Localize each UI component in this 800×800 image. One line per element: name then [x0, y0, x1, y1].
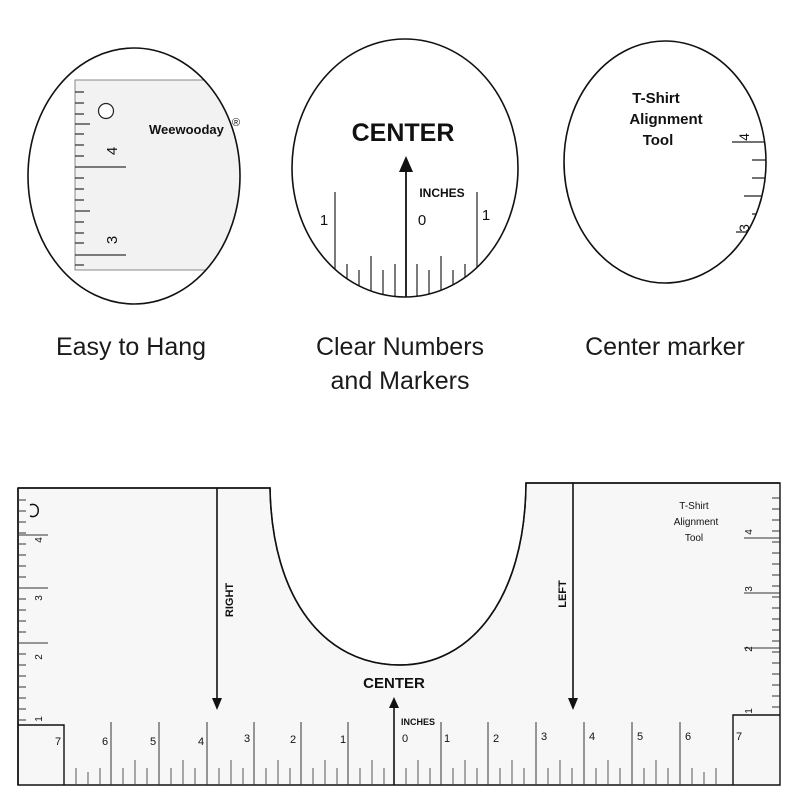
zoom-circle-numbers: CENTER INCHES 1 0 1	[291, 38, 519, 298]
brand-registered-mark: ®	[232, 117, 240, 129]
bottom-number-right-5: 5	[637, 731, 643, 743]
zoom-circle-outline	[563, 40, 767, 284]
side-number-left-2: 2	[34, 654, 45, 660]
inches-label: INCHES	[401, 717, 435, 727]
side-number-left-3: 3	[34, 595, 45, 601]
bottom-number-right-4: 4	[589, 731, 595, 743]
bottom-minor-ticks	[75, 760, 717, 785]
zoom2-left-number: 1	[320, 212, 328, 229]
brand-name: Weewooday	[149, 122, 225, 137]
zoom1-number-4: 4	[104, 147, 121, 155]
hang-hole-icon	[97, 102, 115, 120]
zoom3-number-4: 4	[736, 133, 752, 141]
side-number-right-4: 4	[744, 529, 755, 535]
zoom-circle-hang: 4 3 Weewooday ®	[27, 47, 241, 305]
side-number-left-1: 1	[34, 716, 45, 722]
caption-center-marker: Center marker	[585, 333, 745, 361]
bottom-number-left-7: 7	[55, 736, 61, 748]
side-number-right-3: 3	[744, 586, 755, 592]
zoom1-number-3: 3	[104, 236, 121, 244]
ruler-title-line1: T-Shirt	[679, 501, 709, 512]
bottom-number-right-1: 1	[444, 733, 450, 745]
bottom-number-right-2: 2	[493, 733, 499, 745]
bottom-number-right-3: 3	[541, 731, 547, 743]
ruler-title-line3: Tool	[685, 533, 703, 544]
alignment-ruler: 4 3 2 1 4 3 2 1	[17, 482, 781, 786]
ruler-bottom-right-notch	[732, 714, 780, 785]
caption-and-markers: and Markers	[331, 367, 470, 395]
ruler-title-line2: Alignment	[674, 517, 719, 528]
bottom-number-left-1: 1	[340, 734, 346, 746]
zoom2-center-arrow-icon	[399, 156, 413, 172]
zoom2-zero: 0	[418, 212, 426, 229]
side-number-right-2: 2	[744, 646, 755, 652]
center-label: CENTER	[363, 675, 425, 692]
center-arrow-icon	[389, 697, 399, 708]
bottom-number-zero: 0	[402, 733, 408, 745]
bottom-number-left-3: 3	[244, 733, 250, 745]
side-number-left-4: 4	[34, 537, 45, 543]
zoom-circle-outline	[27, 47, 241, 305]
left-label: LEFT	[557, 580, 569, 608]
hang-hole-icon	[29, 503, 39, 518]
caption-easy-to-hang: Easy to Hang	[56, 333, 206, 361]
zoom1-ticks	[75, 91, 126, 266]
zoom3-title-line1: T-Shirt	[632, 90, 680, 107]
ruler-body	[17, 482, 781, 786]
left-arrow-icon	[568, 698, 578, 710]
zoom2-inches-label: INCHES	[419, 186, 464, 200]
ruler-neck-curve	[18, 482, 780, 666]
bottom-number-left-2: 2	[290, 734, 296, 746]
bottom-ticks	[110, 722, 681, 785]
bottom-number-right-6: 6	[685, 731, 691, 743]
zoom2-center-label: CENTER	[352, 119, 455, 147]
side-number-right-1: 1	[744, 708, 755, 714]
bottom-number-left-6: 6	[102, 736, 108, 748]
zoom-circle-outline	[291, 38, 519, 298]
zoom3-number-3: 3	[736, 224, 752, 232]
zoom2-right-number: 1	[482, 207, 490, 224]
zoom3-title-line3: Tool	[643, 132, 674, 149]
bottom-number-left-4: 4	[198, 736, 204, 748]
right-arrow-icon	[212, 698, 222, 710]
bottom-number-left-5: 5	[150, 736, 156, 748]
right-label: RIGHT	[224, 583, 236, 618]
ruler-bottom-left-notch	[18, 724, 65, 785]
zoom3-title-line2: Alignment	[629, 111, 702, 128]
side-ticks	[18, 497, 780, 721]
caption-clear-numbers: Clear Numbers	[316, 333, 484, 361]
bottom-number-right-7: 7	[736, 731, 742, 743]
zoom-circle-center-marker: T-Shirt Alignment Tool 4 3	[563, 40, 767, 284]
